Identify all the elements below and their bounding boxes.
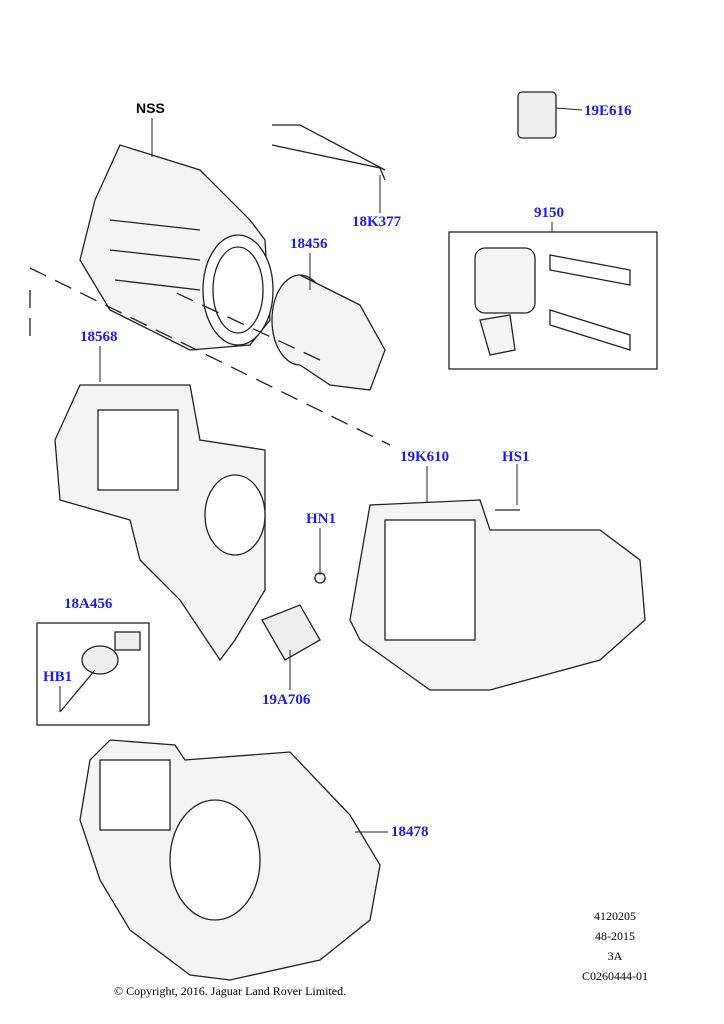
18a456-box: [36, 622, 150, 726]
copyright: © Copyright, 2016. Jaguar Land Rover Lim…: [114, 984, 347, 998]
assembly-lines: [29, 267, 391, 446]
meta-line: 4120205: [594, 909, 636, 923]
heater-case-drawing: [349, 499, 646, 691]
callout-9150: 9150: [534, 205, 564, 221]
seal-kit-drawing: [474, 247, 631, 356]
meta-line: 3A: [607, 949, 623, 963]
actuator-drawing: [517, 91, 557, 139]
callout-18478: 18478: [391, 824, 429, 840]
resistor-drawing: [261, 604, 321, 661]
seal-kit-box: [448, 231, 658, 370]
callout-nss: NSS: [136, 100, 165, 116]
callout-19a706: 19A706: [262, 692, 311, 708]
callout-hs1: HS1: [502, 449, 530, 465]
callout-18568: 18568: [80, 329, 118, 345]
complete-assembly-drawing: [79, 739, 381, 981]
housing-drawing: [54, 384, 266, 662]
callout-hn1: HN1: [306, 511, 336, 527]
blower-motor-drawing: [271, 274, 386, 391]
leader-lines: [59, 107, 583, 833]
motor-drawing: [59, 631, 141, 713]
callout-19e616: 19E616: [584, 103, 632, 119]
meta-line: C0260444-01: [582, 969, 648, 983]
diagram-reference: 4120205 48-2015 3A C0260444-01: [560, 906, 670, 986]
callout-18a456: 18A456: [64, 596, 113, 612]
link-rod-drawing: [271, 124, 386, 181]
meta-line: 48-2015: [595, 929, 635, 943]
callout-18456: 18456: [290, 236, 328, 252]
callout-hb1: HB1: [43, 669, 73, 685]
callout-19k610: 19K610: [400, 449, 450, 465]
callout-18k377: 18K377: [352, 214, 402, 230]
blower-housing-drawing: [79, 144, 274, 351]
